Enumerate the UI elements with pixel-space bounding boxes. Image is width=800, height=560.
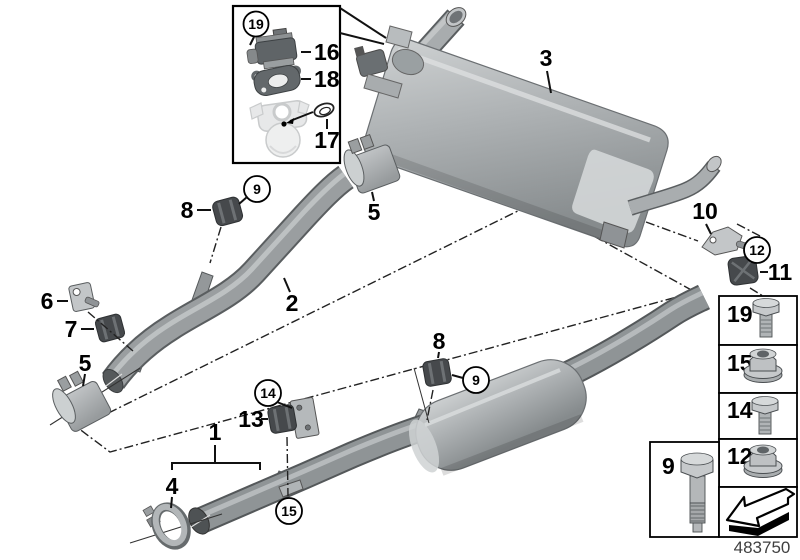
direction-arrow-box [718,486,798,538]
label-8-mid: 8 [433,328,446,354]
hex-flange-nut-icon-2 [743,444,783,478]
ghost-flap-bracket [249,100,310,158]
inset-detail-box: 19 16 18 [231,4,387,165]
legend-row-14: 14 [718,392,798,440]
callout-9-circle-mid [462,366,490,394]
rubber-mount-7 [94,313,126,343]
label-6: 6 [41,288,54,314]
rubber-mount-8-mid [422,358,452,387]
rubber-mount-13 [267,404,297,434]
clamp-5-lower [52,370,112,432]
pipe-hanger-bracket [278,479,304,498]
label-18: 18 [314,66,340,92]
label-11: 11 [768,259,793,285]
hex-flange-nut-icon [743,348,783,383]
front-pipe-2 [102,165,355,394]
label-16: 16 [314,39,340,65]
callout-19-circle [242,10,270,38]
center-pipe-1 [187,284,711,535]
label-10: 10 [692,198,718,224]
legend-row-19: 19 [718,295,798,346]
label-15: 15 [281,503,297,519]
legend-box-9: 9 [649,441,720,538]
legend-num-9: 9 [662,453,675,479]
label-12: 12 [749,242,765,258]
label-5-lower: 5 [79,350,92,376]
hex-bolt-icon [751,396,779,435]
part-18-gasket [251,65,302,96]
label-3: 3 [540,45,553,71]
legend-num-14: 14 [727,397,753,423]
callout-15-circle [275,497,303,525]
label-13: 13 [238,406,264,432]
rubber-mount-8-front [212,196,244,227]
direction-of-travel-arrow-icon [725,487,796,536]
label-9-mid: 9 [472,372,480,388]
callout-19-label: 19 [248,16,264,32]
shoulder-bolt-icon [680,452,714,533]
bracket-6 [68,282,100,312]
label-1: 1 [209,419,222,445]
label-14: 14 [260,385,276,401]
label-2: 2 [286,290,299,316]
label-8-front: 8 [181,197,194,223]
hex-flange-bolt-icon [752,298,780,338]
rear-muffler: 3 [354,7,722,249]
legend-row-15: 15 [718,344,798,394]
part-16-actuator [246,27,298,70]
legend-num-19: 19 [727,301,753,327]
part-17-clip [313,102,335,118]
callout-12-circle [743,236,771,264]
clamp-5-upper [343,134,401,194]
label-5-upper: 5 [368,199,381,225]
rubber-mount-11 [727,255,759,286]
label-17: 17 [314,127,340,153]
label-9-front: 9 [253,181,261,197]
muffler-foot [599,221,629,249]
bracket-10 [701,226,755,256]
part-number-label: 483750 [734,538,791,557]
callout-14-circle [254,379,282,407]
callout-9-circle-front [243,175,271,203]
gasket-ring-4 [142,502,191,550]
center-muffler [408,359,587,476]
label-4: 4 [166,473,179,499]
tailpipe-rear-stub [628,163,719,215]
exhaust-flap-actuator [354,25,425,99]
attachment-point-dot [281,121,287,127]
legend-row-12: 12 [718,438,798,488]
label-7: 7 [65,316,78,342]
